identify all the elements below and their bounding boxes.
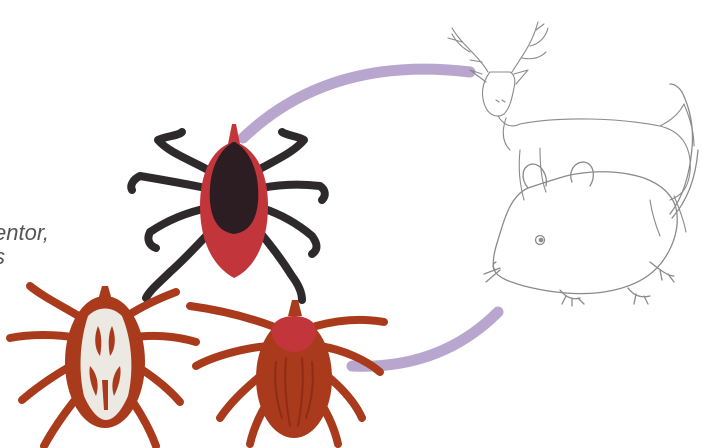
black-legged-tick-icon	[131, 124, 325, 300]
deer-sketch-icon	[448, 22, 694, 236]
brown-tick-icon	[190, 300, 384, 444]
mouse-sketch-icon	[484, 84, 698, 306]
tick-genus-label-line-1: entor,	[0, 222, 49, 244]
tick-genus-label-line-2: s	[0, 246, 5, 268]
dog-tick-icon	[10, 286, 196, 446]
cycle-arc-top	[243, 69, 470, 138]
